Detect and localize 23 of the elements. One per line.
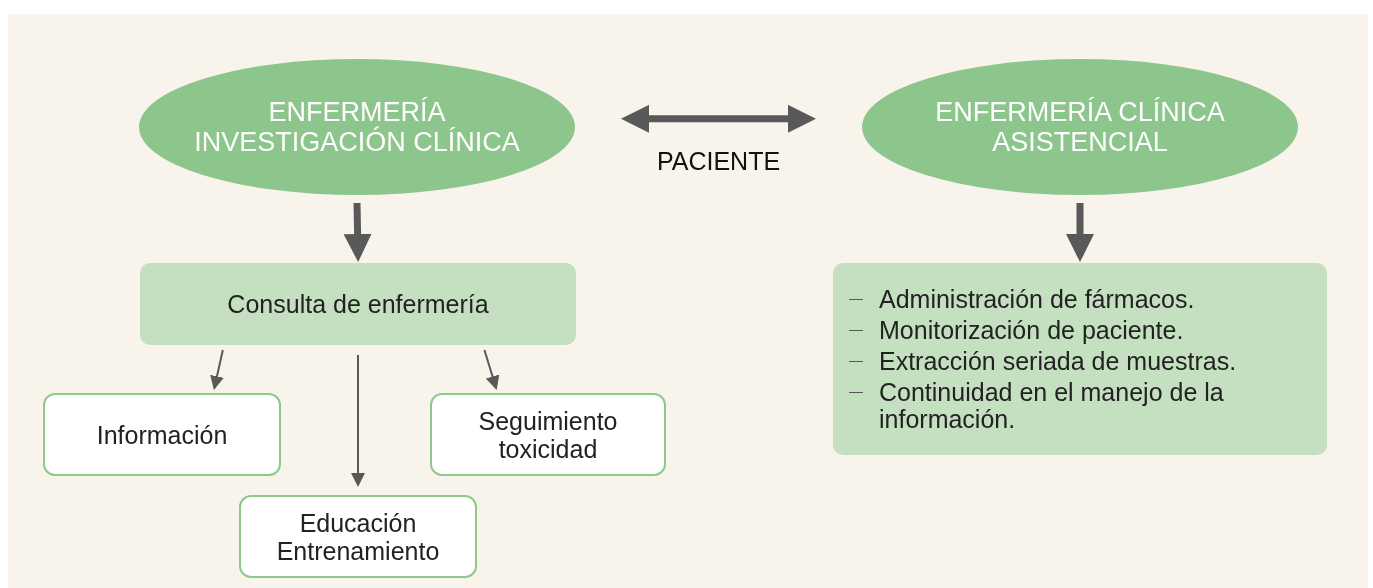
node-label: Información (96, 420, 228, 449)
edge-label: PACIENTE (656, 146, 781, 176)
rounded-box (43, 393, 281, 476)
node-label: ENFERMERÍA CLÍNICA ASISTENCIAL (935, 97, 1225, 157)
rounded-box (430, 393, 666, 476)
process-box (140, 263, 576, 345)
node-label: Consulta de enfermería (227, 289, 489, 319)
list-item: Continuidad en el manejo de la información. (879, 378, 1225, 433)
arrow (343, 202, 372, 262)
arrow (351, 354, 365, 487)
ellipse-node (139, 59, 575, 195)
list-item: Administración de fármacos. (879, 285, 1195, 313)
list-box (833, 263, 1327, 455)
ellipse-node (862, 59, 1298, 195)
node-label: ENFERMERÍA INVESTIGACIÓN CLÍNICA (193, 97, 521, 157)
node-label: Educación Entrenamiento (275, 508, 441, 565)
node-label: Seguimiento toxicidad (477, 406, 619, 463)
list-item: Extracción seriada de muestras. (879, 347, 1237, 375)
rounded-box (239, 495, 477, 578)
list-item: Monitorización de paciente. (879, 316, 1184, 344)
arrow (210, 349, 224, 390)
arrow (621, 104, 816, 133)
arrow (483, 349, 500, 390)
